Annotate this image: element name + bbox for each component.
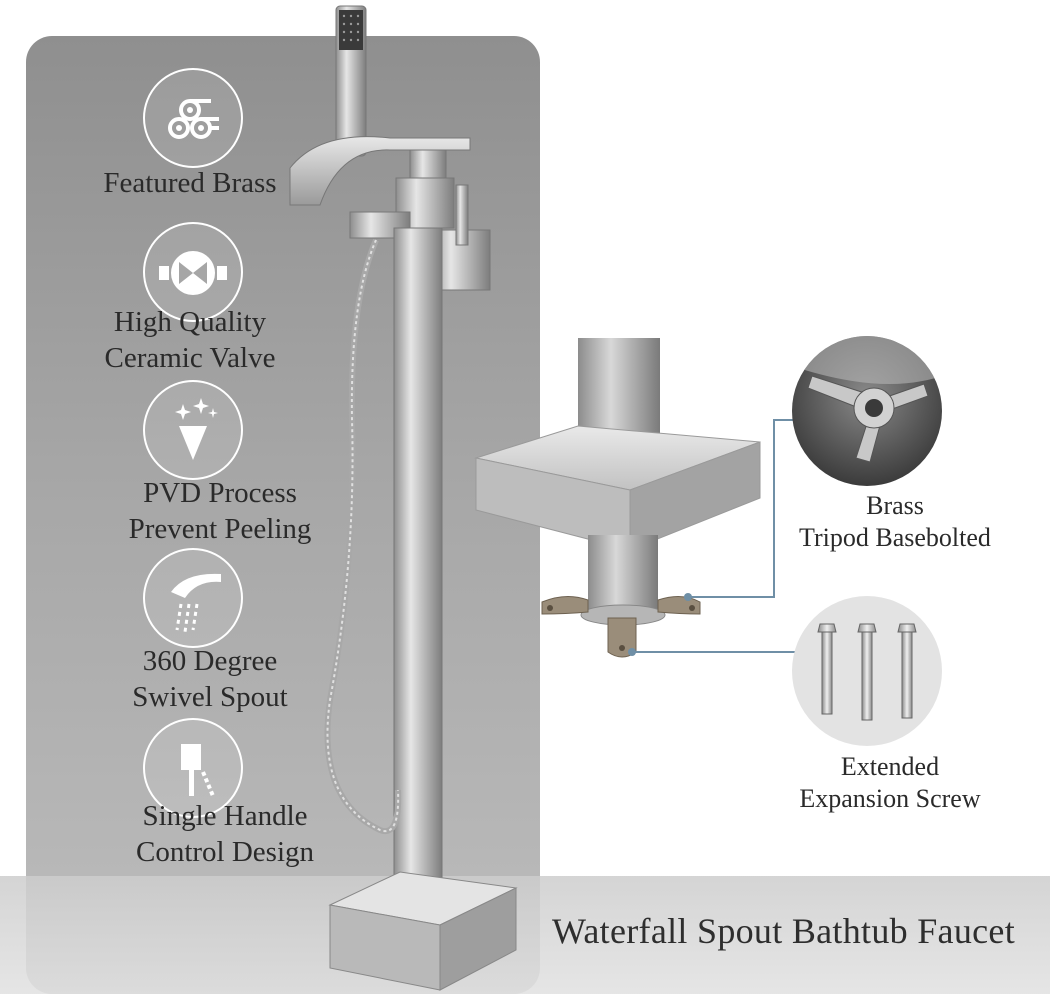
feature-circle-brass	[143, 68, 243, 168]
base-closeup-image	[474, 338, 761, 658]
feature-circle-spout	[143, 548, 243, 648]
single-handle-icon	[181, 744, 215, 797]
feature-circle-handle	[143, 718, 243, 818]
feature-label-pvd: PVD Process Prevent Peeling	[128, 477, 312, 545]
expansion-screws-photo	[792, 596, 942, 746]
feature-label-spout: 360 Degree Swivel Spout	[132, 645, 288, 713]
screws-label: Extended Expansion Screw	[799, 752, 981, 813]
feature-label-handle: Single Handle Control Design	[135, 800, 315, 868]
brass-pipes-icon	[168, 99, 219, 139]
feature-circle-pvd	[143, 380, 243, 480]
feature-label-valve: High Quality Ceramic Valve	[104, 306, 276, 374]
freestanding-faucet-image	[289, 5, 518, 991]
tripod-label: Brass Tripod Basebolted	[799, 491, 991, 552]
tripod-closeup-photo	[792, 336, 942, 486]
feature-label-brass: Featured Brass	[103, 167, 277, 199]
waterfall-spout-icon	[171, 573, 221, 633]
diamond-sparkle-icon	[175, 398, 218, 460]
ceramic-valve-icon	[159, 251, 227, 295]
title-band	[0, 876, 1050, 994]
product-title: Waterfall Spout Bathtub Faucet	[552, 911, 1015, 951]
feature-circle-valve	[143, 222, 243, 322]
